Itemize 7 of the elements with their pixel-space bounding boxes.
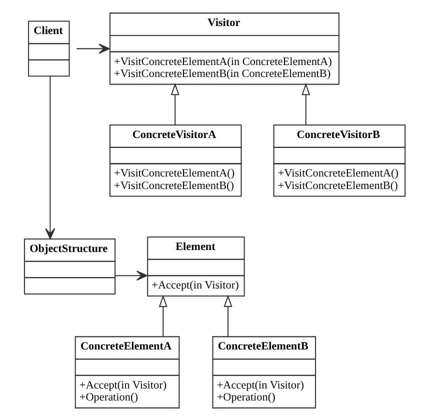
arrow [114,270,147,280]
arrow [158,294,167,336]
arrow [223,294,232,336]
arrow [170,82,179,124]
arrow [76,43,110,54]
arrow [301,82,310,124]
arrow [44,76,55,239]
